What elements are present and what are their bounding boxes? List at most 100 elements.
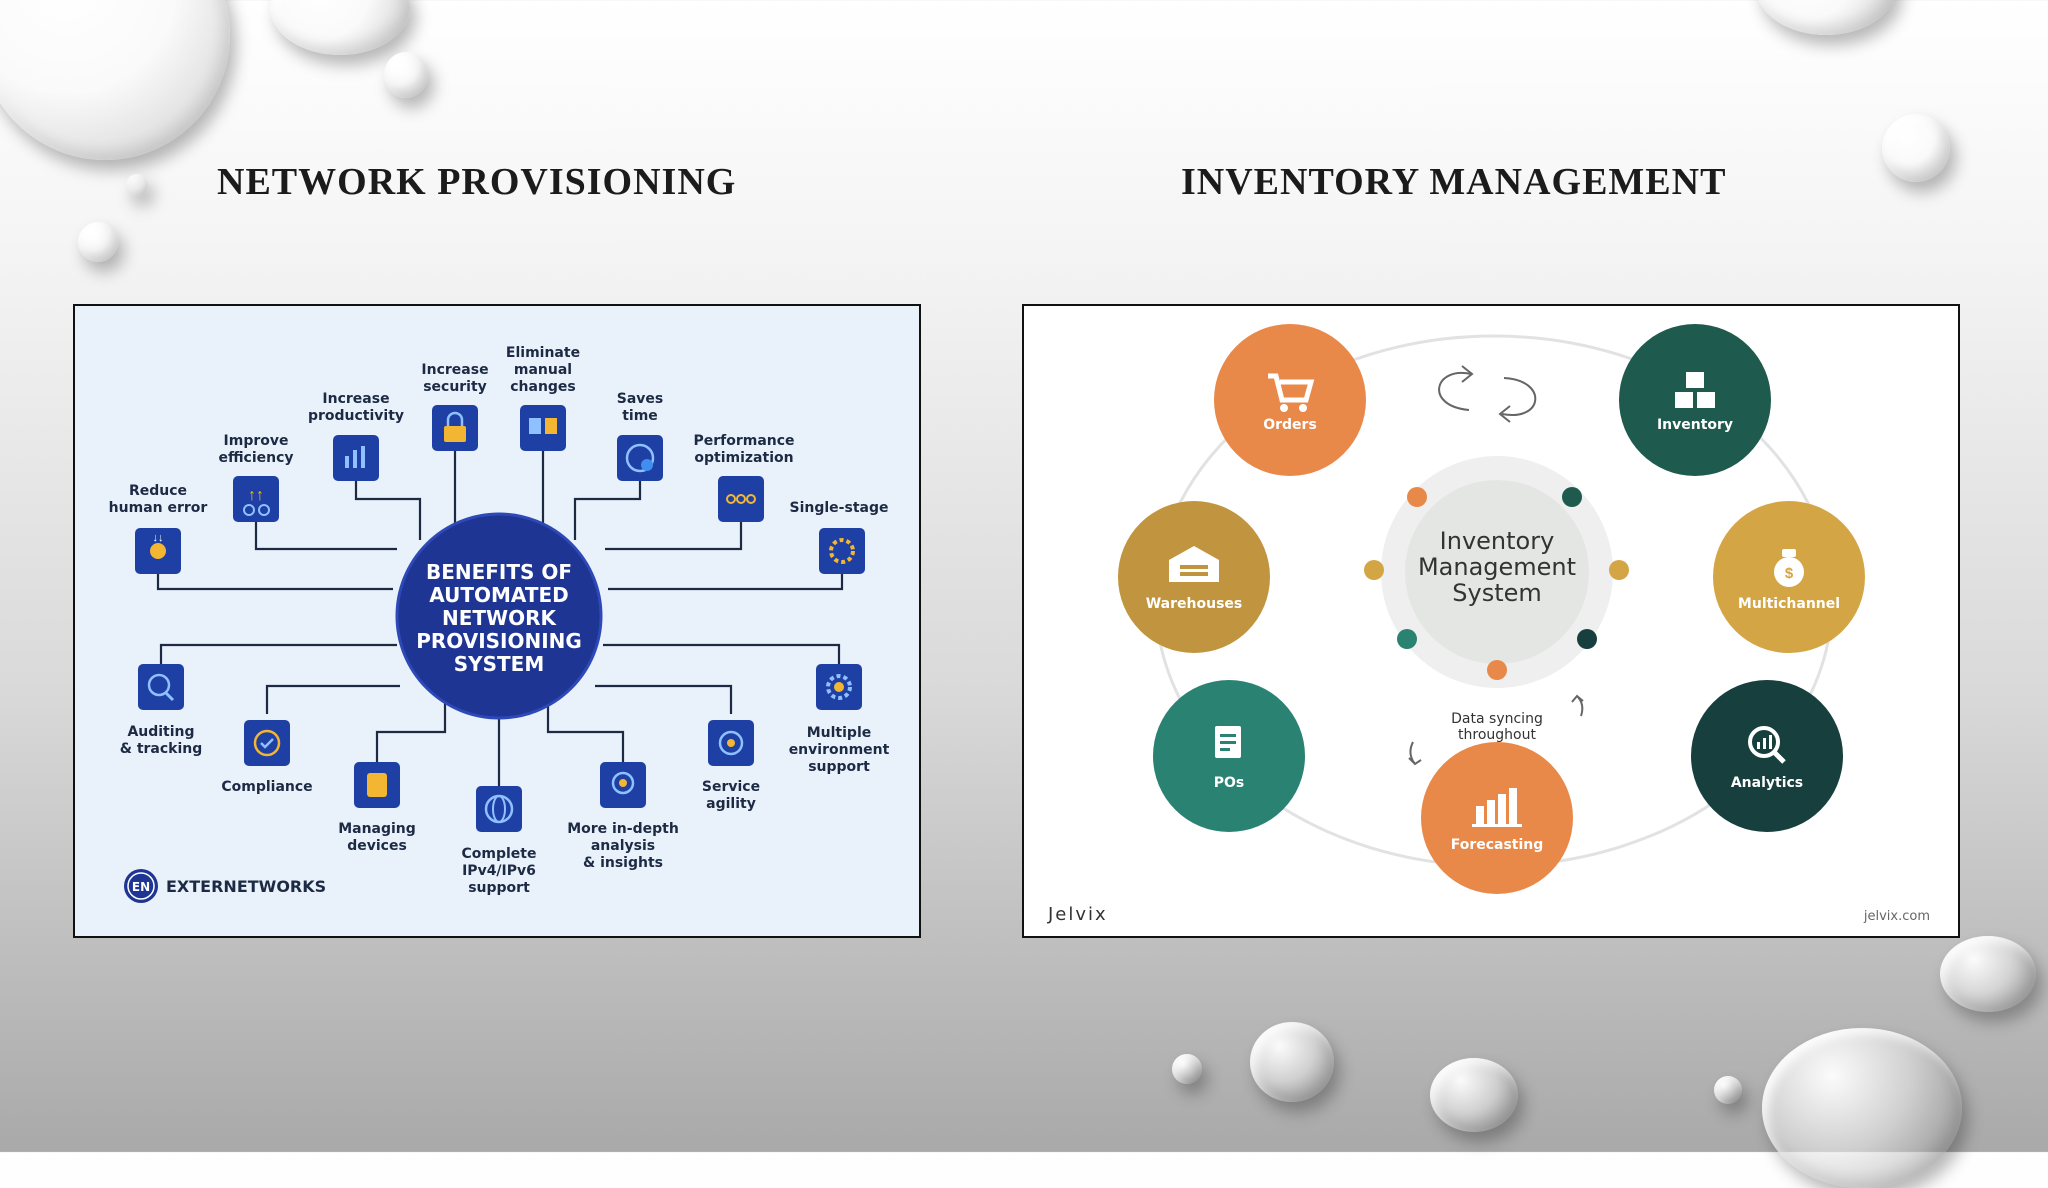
svg-text:Inventory: Inventory bbox=[1657, 417, 1733, 433]
curved-arrow-icon bbox=[1408, 741, 1422, 766]
svg-text:agility: agility bbox=[706, 796, 756, 812]
jelvix-url: jelvix.com bbox=[1863, 909, 1930, 924]
inventory-management-diagram: Inventory Management System Orders Inven… bbox=[1022, 304, 1960, 938]
ipv-support-icon bbox=[476, 786, 522, 832]
svg-text:SYSTEM: SYSTEM bbox=[454, 652, 545, 676]
svg-text:Auditing: Auditing bbox=[127, 724, 194, 740]
inventory-node: Inventory bbox=[1619, 324, 1771, 476]
service-agility-icon bbox=[708, 720, 754, 766]
water-drop-decoration bbox=[1762, 1028, 1962, 1188]
svg-text:devices: devices bbox=[347, 838, 407, 854]
water-drop-decoration bbox=[1714, 1076, 1742, 1104]
multiple-environment-label: Multiple environment support bbox=[789, 725, 890, 775]
svg-text:& tracking: & tracking bbox=[120, 741, 203, 757]
improve-efficiency-label: Improve efficiency bbox=[218, 433, 293, 466]
svg-text:IPv4/IPv6: IPv4/IPv6 bbox=[462, 863, 536, 879]
svg-text:Analytics: Analytics bbox=[1731, 775, 1803, 791]
svg-text:productivity: productivity bbox=[308, 408, 404, 424]
multichannel-node: $ Multichannel bbox=[1713, 501, 1865, 653]
jelvix-brand: Jelvix bbox=[1047, 904, 1108, 925]
svg-text:& insights: & insights bbox=[583, 855, 663, 871]
analytics-node: Analytics bbox=[1691, 680, 1843, 832]
saves-time-label: Saves time bbox=[617, 391, 663, 424]
svg-text:Improve: Improve bbox=[224, 433, 289, 449]
managing-devices-icon bbox=[354, 762, 400, 808]
service-agility-label: Service agility bbox=[702, 779, 760, 812]
forecasting-node: Forecasting bbox=[1421, 742, 1573, 894]
svg-text:Reduce: Reduce bbox=[129, 483, 187, 499]
inventory-management-title: INVENTORY MANAGEMENT bbox=[1181, 161, 1727, 203]
pos-node: POs bbox=[1153, 680, 1305, 832]
svg-text:Eliminate: Eliminate bbox=[506, 345, 580, 361]
bar-chart-icon bbox=[1472, 788, 1522, 827]
managing-devices-label: Managing devices bbox=[338, 821, 416, 854]
svg-text:Complete: Complete bbox=[462, 846, 537, 862]
svg-text:Increase: Increase bbox=[322, 391, 389, 407]
svg-text:Inventory: Inventory bbox=[1440, 527, 1555, 555]
performance-optimization-label: Performance optimization bbox=[693, 433, 794, 466]
svg-text:Performance: Performance bbox=[693, 433, 794, 449]
svg-text:Management: Management bbox=[1418, 553, 1576, 581]
orders-node: Orders bbox=[1214, 324, 1366, 476]
single-stage-icon bbox=[819, 528, 865, 574]
boxes-icon bbox=[1675, 372, 1715, 408]
svg-text:↓↓: ↓↓ bbox=[153, 532, 164, 544]
auditing-tracking-label: Auditing & tracking bbox=[120, 724, 203, 757]
svg-text:optimization: optimization bbox=[694, 450, 793, 466]
svg-text:security: security bbox=[423, 379, 487, 395]
increase-productivity-icon bbox=[333, 435, 379, 481]
water-drop-decoration bbox=[1882, 114, 1950, 182]
center-title: Inventory Management System bbox=[1418, 527, 1576, 607]
svg-text:POs: POs bbox=[1214, 775, 1245, 791]
water-drop-decoration bbox=[270, 0, 410, 55]
svg-text:PROVISIONING: PROVISIONING bbox=[416, 629, 582, 653]
svg-text:↑↑: ↑↑ bbox=[248, 487, 264, 504]
svg-text:Orders: Orders bbox=[1263, 417, 1317, 433]
svg-text:Warehouses: Warehouses bbox=[1146, 596, 1243, 612]
increase-productivity-label: Increase productivity bbox=[308, 391, 404, 424]
water-drop-decoration bbox=[1756, 0, 1896, 35]
svg-text:System: System bbox=[1452, 579, 1542, 607]
hub-title: BENEFITS OF AUTOMATED NETWORK PROVISIONI… bbox=[416, 560, 582, 676]
water-drop-decoration bbox=[1430, 1058, 1518, 1132]
svg-text:efficiency: efficiency bbox=[218, 450, 293, 466]
svg-text:More in-depth: More in-depth bbox=[567, 821, 679, 837]
reduce-human-error-label: Reduce human error bbox=[109, 483, 208, 516]
externetworks-logo: EN EXTERNETWORKS bbox=[124, 869, 326, 903]
money-bag-icon: $ bbox=[1774, 549, 1804, 587]
svg-text:human error: human error bbox=[109, 500, 208, 516]
svg-text:changes: changes bbox=[510, 379, 576, 395]
magnifier-chart-icon bbox=[1748, 726, 1786, 764]
svg-text:support: support bbox=[468, 880, 530, 896]
increase-security-label: Increase security bbox=[421, 362, 488, 395]
water-drop-decoration bbox=[126, 174, 148, 196]
ipv-support-label: Complete IPv4/IPv6 support bbox=[462, 846, 537, 896]
water-drop-decoration bbox=[1940, 936, 2036, 1012]
water-drop-decoration bbox=[0, 0, 230, 160]
svg-text:EN: EN bbox=[132, 880, 150, 894]
network-provisioning-infographic: BENEFITS OF AUTOMATED NETWORK PROVISIONI… bbox=[73, 304, 921, 938]
saves-time-icon bbox=[617, 435, 663, 481]
cart-icon bbox=[1268, 373, 1315, 412]
svg-text:time: time bbox=[622, 408, 658, 424]
svg-text:Multichannel: Multichannel bbox=[1738, 596, 1840, 612]
svg-text:BENEFITS OF: BENEFITS OF bbox=[426, 560, 572, 584]
svg-text:Forecasting: Forecasting bbox=[1451, 837, 1544, 853]
curved-arrow-icon bbox=[1571, 694, 1584, 717]
svg-text:Data syncing: Data syncing bbox=[1451, 711, 1543, 727]
svg-text:Managing: Managing bbox=[338, 821, 416, 837]
multiple-environment-icon bbox=[816, 664, 862, 710]
water-drop-decoration bbox=[384, 52, 428, 98]
eliminate-manual-changes-icon bbox=[520, 405, 566, 451]
document-icon bbox=[1215, 726, 1241, 758]
sync-cycle-icon bbox=[1438, 365, 1537, 423]
svg-text:Service: Service bbox=[702, 779, 760, 795]
single-stage-label: Single-stage bbox=[790, 500, 889, 516]
warehouses-node: Warehouses bbox=[1118, 501, 1270, 653]
svg-text:Increase: Increase bbox=[421, 362, 488, 378]
compliance-icon bbox=[244, 720, 290, 766]
svg-text:Multiple: Multiple bbox=[807, 725, 872, 741]
warehouse-icon bbox=[1169, 546, 1219, 582]
increase-security-icon bbox=[432, 405, 478, 451]
svg-text:AUTOMATED: AUTOMATED bbox=[429, 583, 568, 607]
